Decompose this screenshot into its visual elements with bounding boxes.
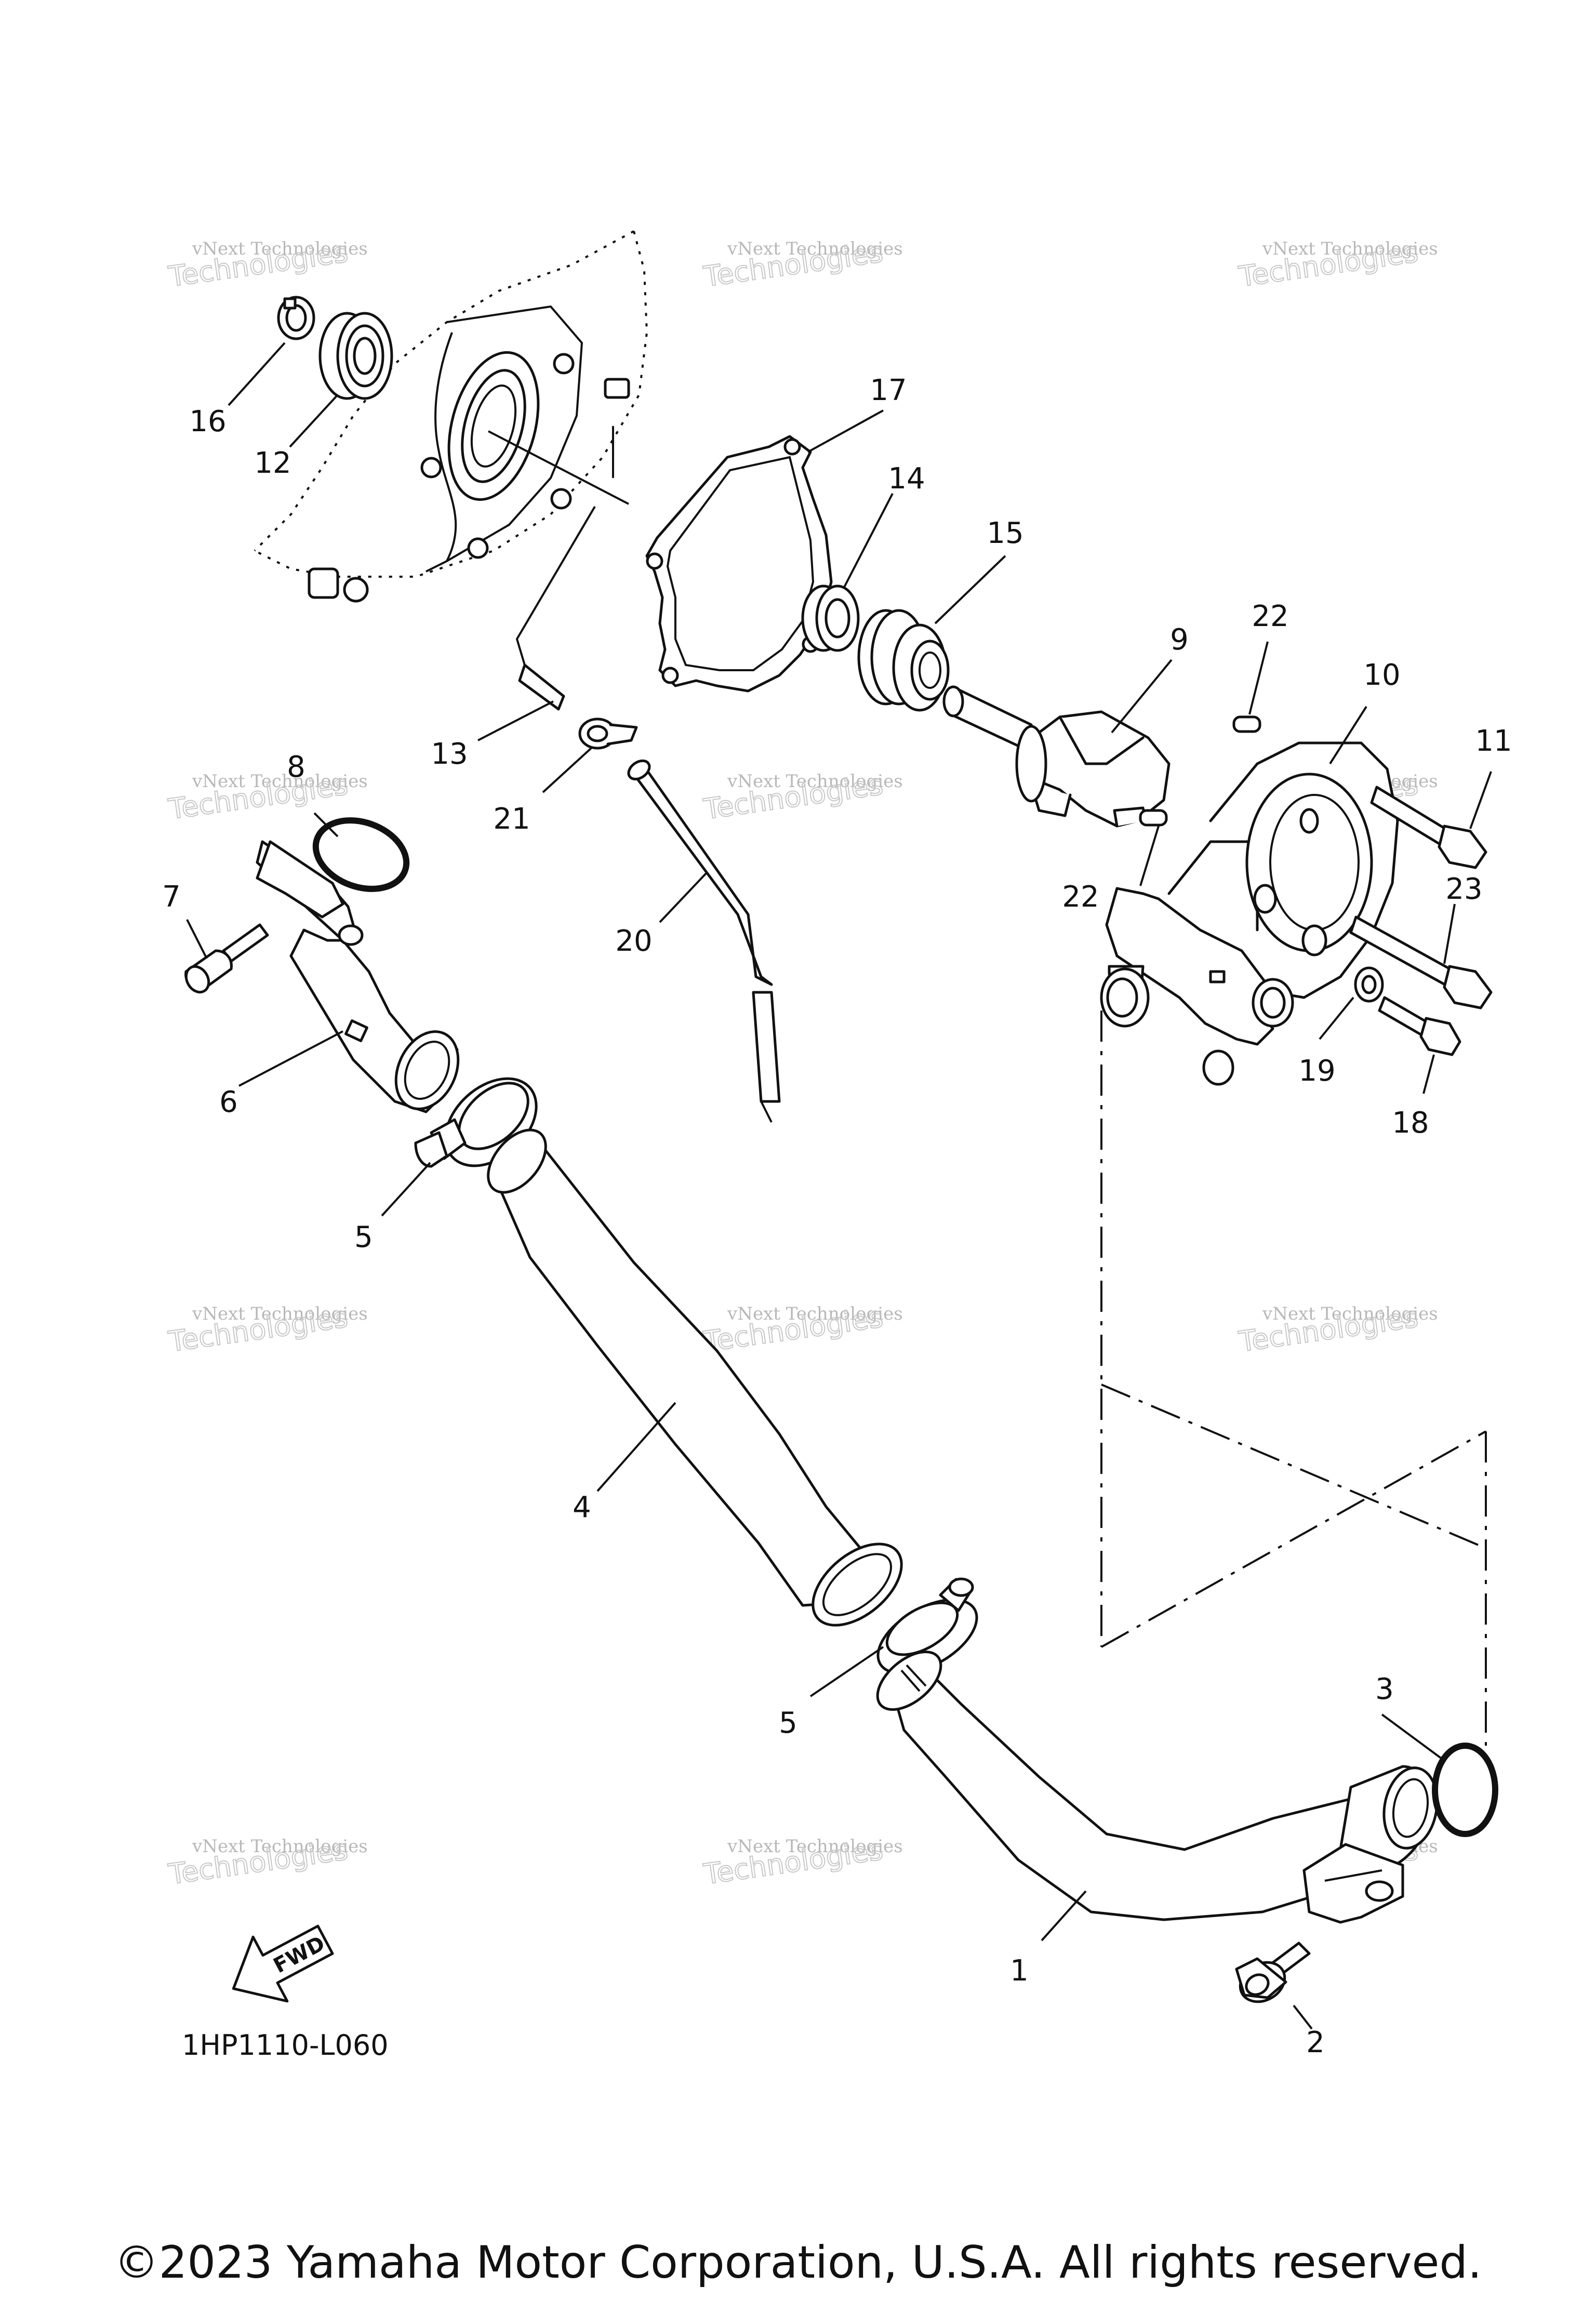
watermark-text: vNext Technologies [727,1836,903,1857]
watermark-text: vNext Technologies [1262,1304,1438,1324]
callout-22: 22 [1252,600,1288,633]
part-23-bolt [1349,915,1493,1009]
copyright-text: ©2023 Yamaha Motor Corporation, U.S.A. A… [114,2237,1482,2289]
part-4-radiator-hose [487,1128,903,1627]
part-15-mechanical-seal [857,609,950,712]
callout-2: 2 [1306,2026,1325,2059]
diagram-code: 1HP1110-L060 [182,2029,389,2062]
callout-1: 1 [1010,1954,1029,1988]
watermark-text: vNext Technologies [192,1836,368,1857]
part-9-impeller [942,685,1171,828]
callout-15: 15 [987,516,1023,550]
callout-13: 13 [431,737,468,771]
callout-3: 3 [1375,1672,1394,1706]
leader-lines [186,342,1492,2030]
callout-19: 19 [1298,1054,1335,1088]
watermark-text: vNext Technologies [1262,238,1438,259]
callout-22b: 22 [1062,880,1099,914]
part-5-hose-clamp [876,1577,978,1675]
part-17-gasket [645,435,833,693]
callout-18: 18 [1392,1106,1429,1140]
part-2-bolt [1235,1942,1311,2003]
callout-12: 12 [254,446,291,480]
part-3-o-ring [1432,1743,1498,1837]
part-8-o-ring [312,817,410,892]
callout-11: 11 [1475,724,1512,758]
callout-10: 10 [1363,658,1400,692]
callout-9: 9 [1170,623,1189,657]
watermark-text: vNext Technologies [192,1304,368,1324]
part-16-circlip [277,296,315,340]
watermark-text: vNext Technologies [727,238,903,259]
part-20-hose [627,759,781,1123]
callout-4: 4 [573,1491,591,1524]
part-12-bearing [318,312,393,400]
callout-17: 17 [870,374,907,407]
callout-8: 8 [287,750,305,784]
callout-14: 14 [888,462,925,496]
part-1-water-pipe [876,1650,1439,1924]
callout-23: 23 [1445,872,1482,906]
watermark-text: vNext Technologies [727,771,903,792]
forward-arrow-icon: FWD [232,1924,334,2003]
callout-5: 5 [354,1220,373,1254]
crankcase-cover-outline [254,230,648,603]
callout-6: 6 [219,1085,238,1119]
part-10-pump-housing [1100,741,1399,1086]
callouts: 1 2 3 4 5 5 6 7 8 9 10 11 12 13 14 15 16… [162,374,1512,2059]
callout-21: 21 [493,802,530,836]
watermark-text: vNext Technologies [192,238,368,259]
callout-16: 16 [189,405,226,438]
part-19-washer [1354,966,1384,1003]
part-7-bolt [184,923,269,994]
part-11-bolt [1370,786,1487,869]
part-6-water-outlet [256,840,460,1113]
part-21-clip [578,717,638,750]
part-13-pipe [515,426,614,711]
callout-20: 20 [615,924,652,958]
part-22-dowel-pin [1139,715,1261,827]
part-14-seal [801,584,860,652]
callout-7: 7 [162,880,181,914]
part-18-bolt [1378,996,1461,1056]
callout-5b: 5 [779,1706,797,1740]
assembly-lines [1100,1011,1487,1746]
watermark-text: vNext Technologies [192,771,368,792]
watermark-text: vNext Technologies [727,1304,903,1324]
